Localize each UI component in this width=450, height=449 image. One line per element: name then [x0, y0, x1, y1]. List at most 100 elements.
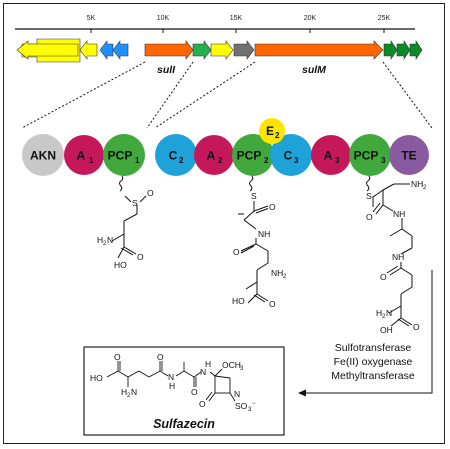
- label-a1-sub: 1: [89, 156, 94, 165]
- gene-arrow: [99, 40, 114, 60]
- enzyme-methyltransferase: Methyltransferase: [331, 370, 415, 382]
- atom-o: O: [191, 387, 198, 397]
- svg-text:N: N: [107, 235, 113, 245]
- product-name: Sulfazecin: [153, 417, 215, 431]
- structure-pcp1: [111, 175, 147, 259]
- atom-n: N: [168, 372, 174, 382]
- atom-n: N: [200, 367, 206, 377]
- gene-label-sulM: sulM: [302, 64, 326, 76]
- figure-border: [3, 3, 445, 444]
- label-pcp3: PCP: [354, 149, 379, 163]
- structure-pcp3: [366, 175, 413, 327]
- domain-e2: [259, 118, 285, 144]
- gene-arrow: [409, 40, 423, 60]
- atom-o: O: [114, 352, 121, 362]
- gene-arrow: [16, 40, 79, 60]
- atom-o: O: [147, 188, 154, 198]
- atom-h2n: H: [97, 235, 103, 245]
- domain-pcp3: [349, 134, 391, 176]
- atom-s: S: [251, 191, 257, 201]
- gene-arrow: [112, 40, 129, 60]
- product-box: [83, 346, 285, 436]
- label-te: TE: [401, 149, 416, 163]
- label-pcp1: PCP: [108, 149, 133, 163]
- domain-pcp1: [103, 134, 145, 176]
- gene-cluster: [16, 38, 423, 63]
- dashed-connectors: [21, 61, 433, 129]
- gene-arrow: [233, 40, 255, 60]
- label-a3-sub: 3: [335, 156, 340, 165]
- label-pcp3-sub: 3: [381, 156, 386, 165]
- nrps-domains: [22, 118, 429, 176]
- gene-arrow: [192, 40, 212, 60]
- domain-akn: [22, 134, 64, 176]
- atom-nh2: NH: [411, 179, 423, 189]
- domain-a2: [194, 135, 234, 175]
- gene-arrow-sulI: [144, 40, 194, 60]
- svg-text:2: 2: [382, 314, 386, 320]
- atom-o: O: [233, 247, 240, 257]
- scale-tick-label: 25K: [378, 15, 391, 22]
- atom-och3: OCH: [222, 360, 241, 370]
- atom-o: O: [366, 212, 373, 222]
- svg-text:2: 2: [423, 185, 427, 191]
- atom-oh: HO: [114, 260, 127, 270]
- atom-s: S: [132, 198, 138, 208]
- svg-text:N: N: [131, 387, 137, 397]
- domain-a3: [311, 135, 351, 175]
- svg-text:2: 2: [283, 274, 287, 280]
- tailoring-arrow: [306, 270, 433, 394]
- atom-o: O: [413, 322, 420, 332]
- domain-a1: [64, 135, 104, 175]
- svg-text:−: −: [252, 401, 256, 407]
- scale-tick-label: 5K: [87, 15, 96, 22]
- atom-s: S: [366, 191, 372, 201]
- label-c3: C: [284, 149, 293, 163]
- label-a3: A: [324, 149, 333, 163]
- atom-nh2: NH: [271, 268, 283, 278]
- atom-ho: HO: [90, 373, 103, 383]
- atom-o: O: [199, 399, 206, 409]
- domain-pcp2: [232, 134, 274, 176]
- atom-so3: SO: [235, 401, 248, 411]
- atom-o: O: [269, 299, 276, 309]
- label-e2-sub: 2: [275, 131, 280, 140]
- atom-nh: NH: [392, 252, 404, 262]
- atom-o: O: [380, 272, 387, 282]
- domain-c2: [155, 134, 197, 176]
- atom-h: H: [169, 381, 175, 391]
- domain-c3: [270, 134, 312, 176]
- gene-label-sulI: sulI: [157, 64, 176, 76]
- label-pcp2-sub: 2: [264, 156, 269, 165]
- label-a2: A: [207, 149, 216, 163]
- arrowhead: [298, 389, 306, 397]
- structure-pcp2: [238, 175, 269, 304]
- atom-o: O: [269, 202, 276, 212]
- gene-arrow: [79, 40, 98, 60]
- scale-tick-label: 15K: [230, 15, 243, 22]
- label-c3-sub: 3: [294, 156, 299, 165]
- svg-text:2: 2: [127, 393, 131, 399]
- svg-text:2: 2: [103, 241, 107, 247]
- structure-sulfazecin: [106, 361, 236, 402]
- atom-h2n: H: [121, 387, 127, 397]
- domain-te: [389, 135, 429, 175]
- gene-arrow: [210, 40, 234, 60]
- scale-tick-label: 10K: [157, 15, 170, 22]
- label-a1: A: [77, 149, 86, 163]
- atom-h2n: H: [376, 308, 382, 318]
- gene-arrow-sulM: [254, 40, 384, 60]
- atom-o: O: [157, 352, 164, 362]
- gene-arrow: [396, 40, 411, 60]
- atom-oh: OH: [380, 325, 393, 335]
- enzyme-fe-oxygenase: Fe(II) oxygenase: [334, 356, 413, 368]
- label-akn: AKN: [30, 149, 56, 163]
- atom-ho: HO: [232, 296, 245, 306]
- svg-text:3: 3: [248, 407, 252, 413]
- label-pcp1-sub: 1: [135, 156, 140, 165]
- enzyme-sulfotransferase: Sulfotransferase: [335, 342, 412, 354]
- svg-text:N: N: [386, 308, 392, 318]
